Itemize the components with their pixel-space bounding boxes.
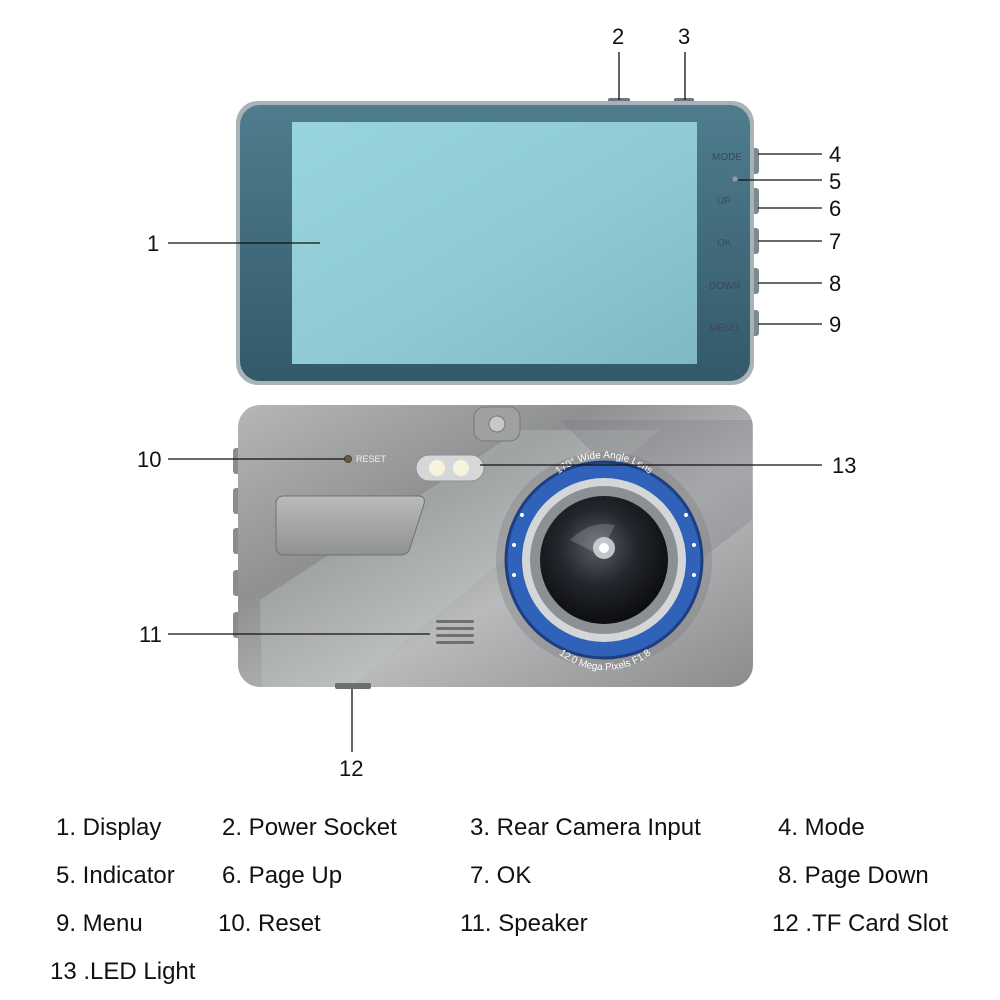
mount-screw: [488, 415, 506, 433]
legend-item: 3. Rear Camera Input: [470, 814, 701, 841]
callout-8: 8: [829, 271, 841, 296]
tf-card-slot[interactable]: [335, 683, 371, 689]
callout-10: 10: [137, 447, 161, 472]
led-light: [415, 454, 485, 482]
callout-lines: [168, 52, 822, 752]
legend-item: 6. Page Up: [222, 862, 343, 889]
reset-hole[interactable]: [344, 455, 352, 463]
legend-item: 7. OK: [470, 862, 532, 889]
legend-item: 5. Indicator: [56, 862, 175, 889]
legend-item: 2. Power Socket: [222, 814, 397, 841]
display-screen: [292, 122, 697, 364]
down-button-label: DOWN: [709, 281, 741, 292]
callout-1: 1: [147, 231, 159, 256]
callout-6: 6: [829, 196, 841, 221]
legend-item: 12 .TF Card Slot: [772, 910, 949, 937]
callout-5: 5: [829, 169, 841, 194]
ok-button-label: OK: [717, 238, 732, 249]
up-button-label: UP: [717, 196, 731, 207]
callout-13: 13: [832, 453, 856, 478]
led-bulb: [429, 460, 445, 476]
callout-4: 4: [829, 142, 841, 167]
callout-3: 3: [678, 24, 690, 49]
indicator-led: [731, 175, 739, 183]
menu-button-label: MENU: [709, 323, 738, 334]
speaker-grille: [436, 620, 474, 644]
legend-item: 4. Mode: [778, 814, 865, 841]
dashcam-diagram: MODE UP OK DOWN MENU RESET: [137, 24, 856, 781]
legend-item: 10. Reset: [218, 910, 321, 937]
callout-12: 12: [339, 756, 363, 781]
legend-item: 1. Display: [56, 814, 162, 841]
legend-item: 11. Speaker: [460, 910, 588, 937]
legend-item: 8. Page Down: [778, 862, 929, 889]
device-front-camera-side: RESET: [233, 405, 753, 689]
legend: 1. Display 2. Power Socket 3. Rear Camer…: [0, 800, 1000, 1000]
device-back-screen-side: MODE UP OK DOWN MENU: [236, 98, 759, 385]
callout-7: 7: [829, 229, 841, 254]
mode-button-label: MODE: [712, 152, 742, 163]
callout-11: 11: [139, 622, 162, 647]
front-panel: [275, 495, 425, 556]
callout-numbers: 1 2 3 4 5 6 7 8 9 10 11 12 13: [137, 24, 856, 781]
camera-lens: 170° Wide Angle Lens 12.0 Mega Pixels F1…: [496, 450, 712, 673]
legend-item: 13 .LED Light: [50, 958, 196, 985]
legend-item: 9. Menu: [56, 910, 143, 937]
callout-9: 9: [829, 312, 841, 337]
led-bulb: [453, 460, 469, 476]
reset-label: RESET: [356, 454, 387, 464]
callout-2: 2: [612, 24, 624, 49]
